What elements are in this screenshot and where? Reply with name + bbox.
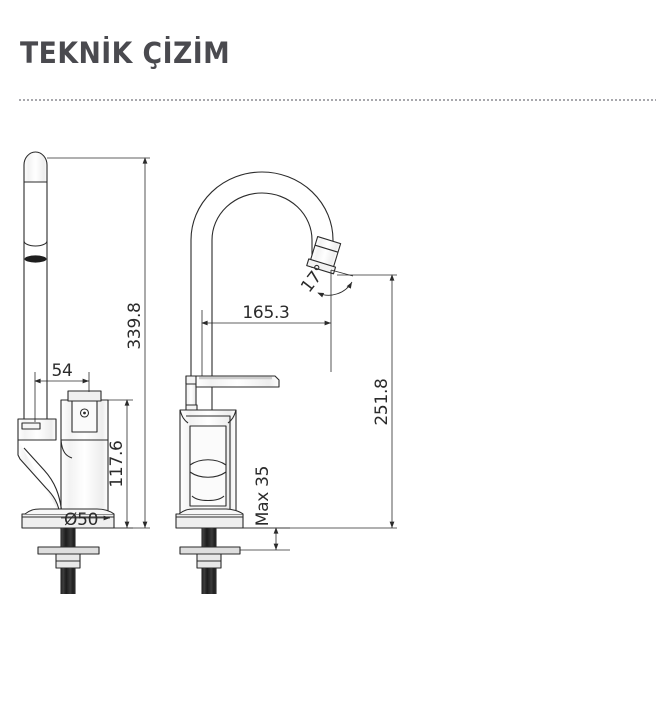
dimension-label-117-6: 117.6: [107, 440, 127, 487]
side-view-group: 339.8 54 117.6: [17, 151, 150, 594]
front-gooseneck-spout: [190, 171, 334, 440]
front-handle-lever: [185, 375, 280, 406]
front-body: [179, 404, 237, 515]
front-aerator-head: [306, 236, 342, 275]
dimension-label-54: 54: [51, 361, 72, 381]
cad-drawing-svg: 339.8 54 117.6: [17, 151, 397, 594]
header-divider: [18, 99, 656, 101]
side-spout-tube: [23, 151, 48, 425]
dimension-label-165-3: 165.3: [242, 303, 289, 323]
drawing-canvas: 339.8 54 117.6: [0, 110, 659, 610]
side-body: [17, 439, 109, 515]
dimension-label-max-35: Max 35: [253, 466, 273, 526]
front-mounting-hardware: [179, 528, 241, 594]
dimension-label-d50: Ø50: [64, 510, 98, 530]
side-cartridge-block: [60, 390, 109, 441]
page-title: TEKNİK ÇİZİM: [20, 36, 231, 70]
front-base-flange: [175, 508, 244, 529]
front-view-group: 17°: [175, 171, 397, 594]
aerator-outlet: [24, 255, 47, 263]
dimension-spout-reach: 165.3: [201, 303, 332, 376]
side-handle-lever: [17, 418, 57, 441]
dimension-spout-height: 251.8: [243, 274, 397, 529]
side-mounting-hardware: [37, 528, 100, 594]
dimension-base-diameter: Ø50: [61, 510, 110, 530]
dimension-label-339-8: 339.8: [125, 302, 145, 349]
dimension-handle-reach: 54: [34, 361, 90, 422]
dimension-max-deck-thickness: Max 35: [240, 466, 290, 551]
dimension-label-251-8: 251.8: [372, 378, 392, 425]
dimension-body-height: 117.6: [107, 399, 133, 529]
